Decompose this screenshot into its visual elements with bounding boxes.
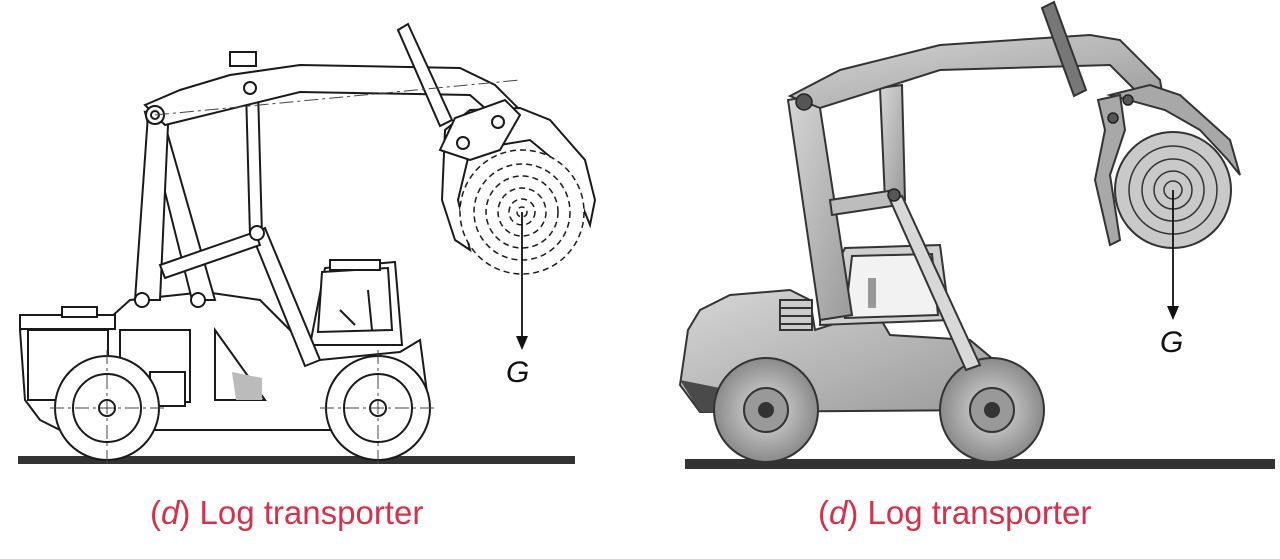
log-transporter-line-drawing (18, 22, 597, 465)
front-wheel (713, 357, 819, 463)
gravity-arrow (516, 212, 528, 350)
force-label-g: G (506, 356, 530, 389)
force-label-g: G (1160, 326, 1184, 359)
rear-wheel (939, 357, 1045, 463)
figure-caption: (d) Log transporter (818, 494, 1091, 532)
caption-text: ) Log transporter (179, 494, 424, 531)
grab-claw (1106, 83, 1241, 176)
caption-text: ) Log transporter (847, 494, 1092, 531)
grille (779, 299, 813, 331)
ground (18, 456, 575, 464)
caption-open-paren: ( (150, 494, 161, 531)
figure-caption: (d) Log transporter (150, 494, 423, 532)
ground (685, 459, 1275, 469)
shaded-illustration-panel: G (d) Log transporter (640, 0, 1280, 559)
line-drawing-panel: G (d) Log transporter (0, 0, 600, 559)
gravity-arrow (1167, 190, 1179, 320)
caption-letter: d (161, 494, 180, 531)
caption-open-paren: ( (818, 494, 829, 531)
caption-letter: d (829, 494, 848, 531)
log-transporter-shaded-illustration (678, 0, 1275, 469)
